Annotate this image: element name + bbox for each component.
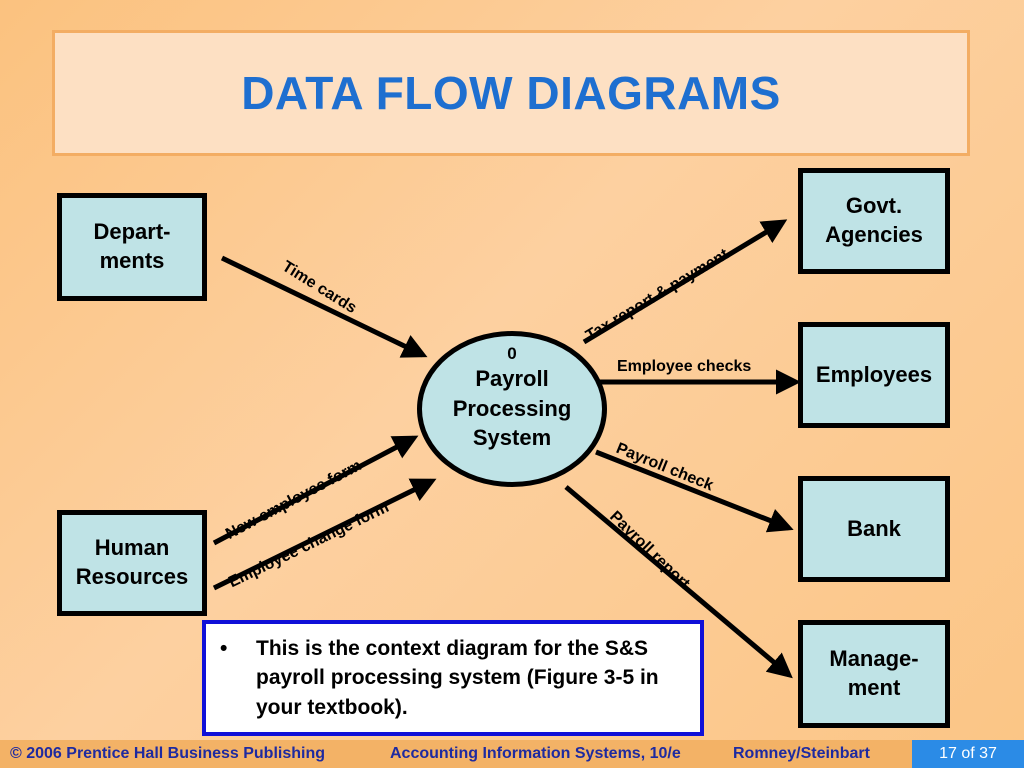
slide-title: DATA FLOW DIAGRAMS	[241, 67, 781, 119]
footer-copyright: © 2006 Prentice Hall Business Publishing	[10, 745, 326, 762]
footer-book: Accounting Information Systems, 10/e	[390, 745, 681, 762]
arrow-tax-report	[582, 219, 788, 345]
footer-bar: © 2006 Prentice Hall Business Publishing…	[0, 740, 1024, 768]
footer-page-number: 17 of 37	[912, 740, 1024, 768]
note-bullet: •	[220, 637, 228, 660]
process-number: 0	[507, 344, 517, 363]
entity-departments: Depart- ments	[57, 193, 207, 301]
arrow-payroll-report	[564, 485, 793, 679]
arrow-time-cards	[220, 255, 428, 358]
process-bubble: 0 Payroll Processing System	[417, 331, 607, 487]
footer-authors: Romney/Steinbart	[733, 745, 870, 762]
flow-label-employee-checks: Employee checks	[617, 358, 752, 375]
entity-govt-agencies: Govt. Agencies	[798, 168, 950, 274]
title-box: DATA FLOW DIAGRAMS	[52, 30, 970, 156]
entity-management: Manage- ment	[798, 620, 950, 728]
entity-human-resources: Human Resources	[57, 510, 207, 616]
arrow-new-employee-form	[212, 435, 419, 546]
process-name: Payroll Processing System	[452, 366, 572, 451]
note-text: This is the context diagram for the S&S …	[256, 637, 659, 719]
entity-employees: Employees	[798, 322, 950, 428]
note-box: • This is the context diagram for the S&…	[202, 620, 704, 736]
arrow-payroll-check	[595, 449, 794, 533]
arrow-employee-change-form	[212, 478, 437, 591]
entity-bank: Bank	[798, 476, 950, 582]
